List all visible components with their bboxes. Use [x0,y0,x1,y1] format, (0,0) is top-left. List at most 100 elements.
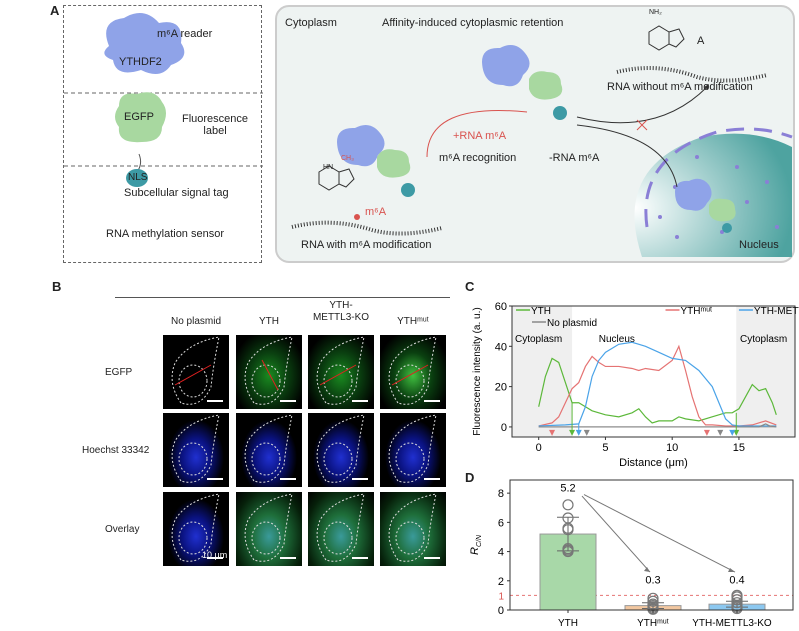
micrograph-cell [236,413,302,487]
arrowhead [644,567,650,573]
micrograph-cell [308,413,374,487]
data-point [562,545,574,558]
region-annotation: Nucleus [599,334,635,345]
panel-d-label: D [465,470,475,485]
ythdf2-shape [104,13,185,74]
cell-outline [388,336,437,405]
series-line-1 [538,344,777,427]
nh2-label: NH₂ [649,9,662,16]
adenine-a-label: A [697,35,705,47]
value-label: 0.4 [729,575,744,587]
plot-frame [509,479,794,611]
comparison-arrow [581,495,651,573]
egfp-shape [115,92,166,143]
ythdf2-label: YTHDF2 [119,56,162,68]
m6a-reader-label: m⁶A reader [157,28,213,40]
micrograph-cell [163,413,229,487]
y-tick-label: 8 [498,488,504,500]
row-label: EGFP [105,367,133,378]
ch3-label: CH₃ [341,155,354,162]
threshold-label: 1 [498,591,504,602]
legend-label: YTH [531,306,551,317]
m6a-label: m⁶A [365,206,387,218]
sensor-title: RNA methylation sensor [106,228,224,240]
x-axis-label: Distance (μm) [619,457,688,469]
mechanism-illustration [291,25,793,257]
legend-label: YTHᵐᵘᵗ [681,306,713,317]
rna-with-label: RNA with m⁶A modification [301,239,432,251]
panel-b-label: B [52,279,62,294]
category-label: YTH-METTL3-KO [692,618,772,629]
region-annotation: Cytoplasm [515,334,562,345]
boundary-marker [549,429,556,436]
nucleus-outline [323,364,353,398]
boundary-marker [703,429,710,436]
legend-label: No plasmid [547,318,597,329]
boundary-marker [583,429,590,436]
boundary-marker [729,429,736,436]
nucleus-label: Nucleus [739,239,779,251]
mechanism-diagram-box: Cytoplasm Affinity-induced cytoplasmic r… [275,5,795,263]
nucleus-outline [178,521,208,555]
cytoplasm-label: Cytoplasm [285,17,337,29]
plus-rna-label: +RNA m⁶A [453,130,507,142]
cell-outline [388,414,437,483]
diagram-title: Affinity-induced cytoplasmic retention [382,17,564,29]
boundary-marker [575,429,582,436]
panel-a-label: A [50,3,60,18]
micrograph-cell [380,492,446,566]
micrograph-cell [308,492,374,566]
micrograph-cell [380,335,446,409]
y-tick-label: 60 [495,301,507,313]
cell-outline [171,336,220,405]
y-tick-label: 0 [498,605,504,617]
value-label: 0.3 [645,575,660,587]
y-tick-label: 6 [498,517,504,529]
x-tick-label: 0 [536,442,542,454]
value-label: 5.2 [560,483,575,495]
cell-outline [171,414,220,483]
nucleus-outline [178,442,208,476]
legend-label: YTH-METTL3-KO [754,306,799,317]
category-label: YTH [558,618,578,629]
cell-outline [316,493,365,562]
nucleus-outline [251,521,281,555]
nucleus-outline [251,364,281,398]
data-point [562,499,574,511]
comparison-arrow [583,494,736,573]
y-tick-label: 20 [495,382,507,394]
micrograph-cell [236,335,302,409]
boundary-marker [733,429,740,436]
cell-outline [316,336,365,405]
rna-without-label: RNA without m⁶A modification [607,81,753,93]
row-label: Overlay [105,524,140,535]
x-tick-label: 5 [602,442,608,454]
series-line-3 [538,423,777,428]
boundary-marker [569,429,576,436]
column-header: No plasmid [170,316,222,327]
micrograph-cell [308,335,374,409]
x-tick-label: 15 [733,442,745,454]
profile-line [174,364,212,386]
ratio-bar-chart: 15.2YTH0.3YTHᵐᵘᵗ0.4YTH-METTL3-KO02468RC/… [469,479,794,629]
data-point [647,603,659,615]
nucleus-outline [395,442,425,476]
cell-outline [244,336,293,405]
boundary-marker [717,429,724,436]
nucleus-shape [634,133,792,257]
recognition-label: m⁶A recognition [439,152,517,164]
micrograph-cell [380,413,446,487]
data-point [731,602,743,615]
data-point [647,595,659,607]
sensor-construct-illustration [64,13,263,187]
hn-label: HN [323,164,334,171]
column-header: YTH [259,316,279,327]
panel-c-label: C [465,279,475,294]
column-header: YTHᵐᵘᵗ [397,316,429,327]
nls-shape [126,169,148,187]
y-tick-label: 4 [498,547,504,559]
y-tick-label: 40 [495,341,507,353]
